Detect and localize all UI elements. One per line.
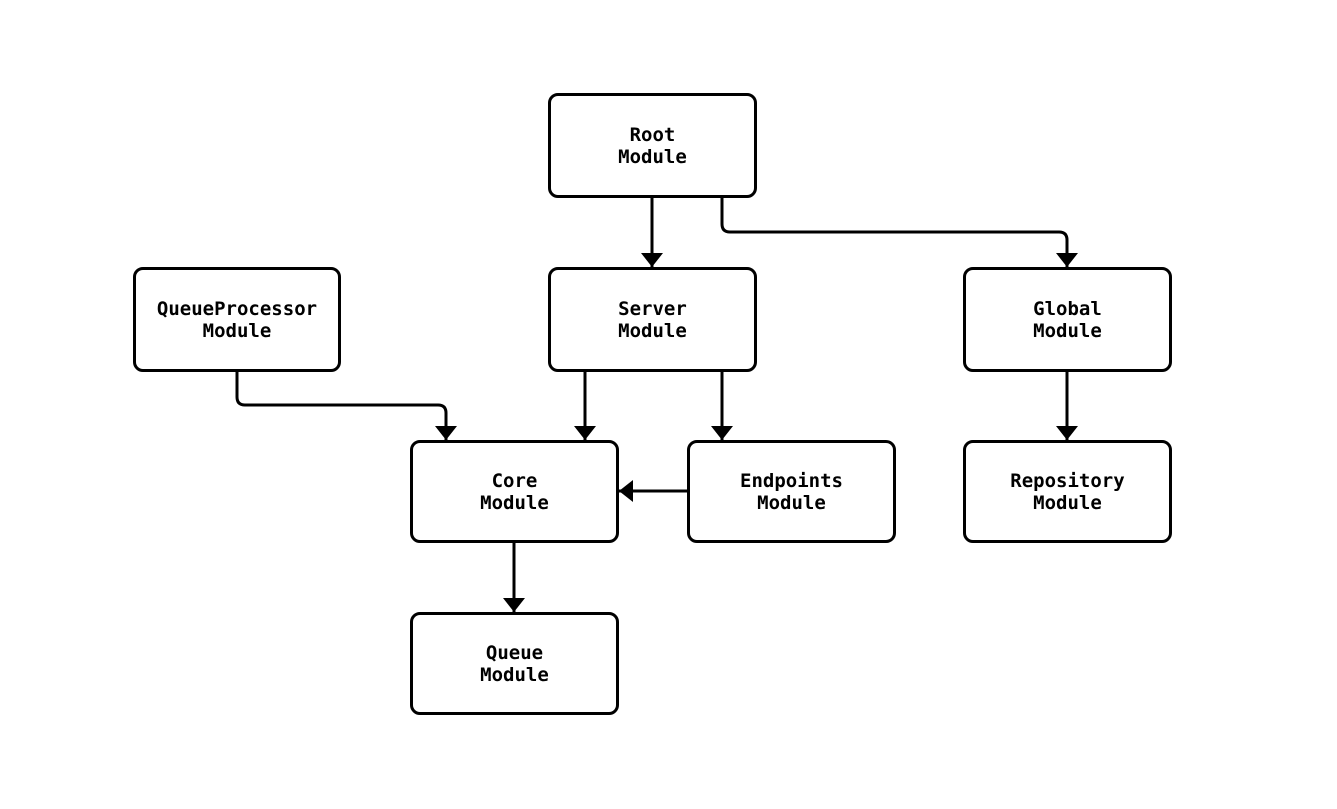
node-core-module-label: Core Module — [480, 469, 549, 514]
edge-queueprocessor-to-core — [235, 372, 457, 440]
node-root-module: Root Module — [548, 93, 757, 198]
node-core-module: Core Module — [410, 440, 619, 543]
node-queue-module: Queue Module — [410, 612, 619, 715]
node-global-module: Global Module — [963, 267, 1172, 372]
node-queueprocessor-module-label: QueueProcessor Module — [156, 297, 318, 342]
node-global-module-label: Global Module — [1033, 297, 1102, 342]
node-repository-module: Repository Module — [963, 440, 1172, 543]
node-server-module-label: Server Module — [618, 297, 687, 342]
node-queueprocessor-module: QueueProcessor Module — [133, 267, 341, 372]
node-endpoints-module-label: Endpoints Module — [740, 469, 843, 514]
node-server-module: Server Module — [548, 267, 757, 372]
node-repository-module-label: Repository Module — [1010, 469, 1125, 514]
node-queue-module-label: Queue Module — [480, 641, 549, 686]
node-endpoints-module: Endpoints Module — [687, 440, 896, 543]
edge-root-to-global — [720, 198, 1078, 267]
node-root-module-label: Root Module — [618, 123, 687, 168]
